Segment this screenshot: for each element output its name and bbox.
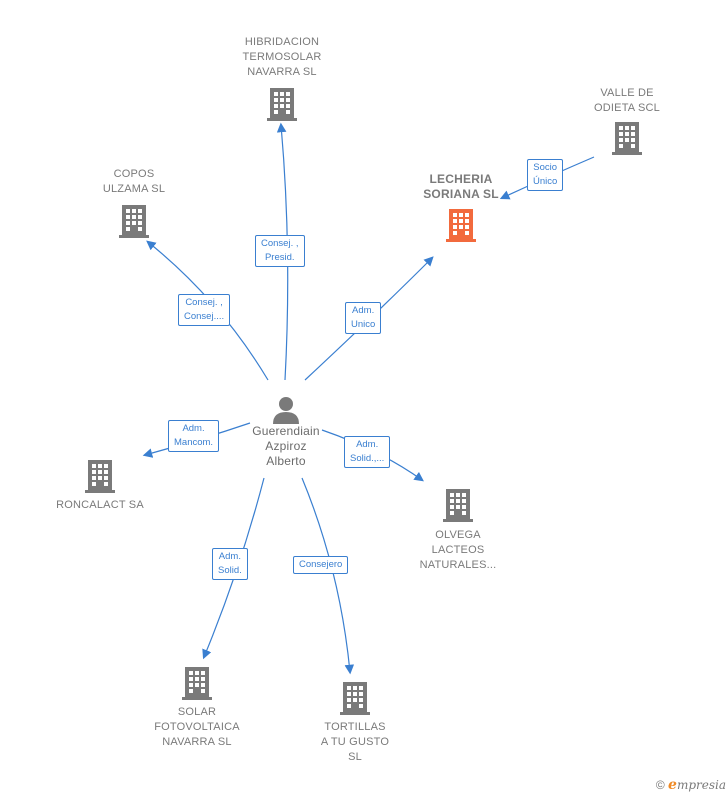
person-node[interactable]: Guerendiain Azpiroz Alberto: [236, 394, 336, 469]
building-icon: [85, 460, 115, 493]
building-icon: [182, 667, 212, 700]
building-icon: [340, 682, 370, 715]
building-icon: [119, 205, 149, 238]
edge-label-tortillas[interactable]: Consejero: [293, 556, 349, 574]
company-valle[interactable]: VALLE DE ODIETA SCL: [577, 86, 677, 156]
person-name: Guerendiain Azpiroz Alberto: [252, 424, 320, 468]
edge-label-valle[interactable]: Socio Único: [527, 159, 564, 191]
building-icon: [612, 122, 642, 155]
company-label: LECHERIA SORIANA SL: [423, 172, 499, 201]
edge-line-tortillas: [301, 477, 355, 675]
company-label: TORTILLAS A TU GUSTO SL: [320, 721, 390, 763]
company-label: SOLAR FOTOVOLTAICA NAVARRA SL: [154, 706, 240, 748]
edge-label-hibridacion[interactable]: Consej. , Presid.: [255, 235, 305, 267]
company-label: HIBRIDACION TERMOSOLAR NAVARRA SL: [242, 36, 322, 78]
empresia-logo: © empresia: [656, 777, 726, 793]
edge-label-olvega[interactable]: Adm. Solid.,...: [344, 436, 391, 468]
edge-label-lecheria[interactable]: Adm. Unico: [345, 302, 382, 334]
edge-label-solar[interactable]: Adm. Solid.: [212, 548, 248, 580]
building-icon: [267, 88, 297, 121]
company-hibridacion[interactable]: HIBRIDACION TERMOSOLAR NAVARRA SL: [222, 35, 342, 122]
edge-label-roncalact[interactable]: Adm. Mancom.: [168, 420, 220, 452]
company-olvega[interactable]: OLVEGA LACTEOS NATURALES...: [408, 487, 508, 573]
company-lecheria[interactable]: LECHERIA SORIANA SL: [406, 172, 516, 243]
company-label: VALLE DE ODIETA SCL: [594, 87, 660, 114]
copyright-symbol: ©: [655, 778, 665, 792]
company-label: COPOS ULZAMA SL: [102, 168, 166, 195]
brand-name: empresia: [668, 777, 726, 793]
company-label: RONCALACT SA: [56, 499, 144, 511]
company-label: OLVEGA LACTEOS NATURALES...: [419, 529, 497, 571]
company-roncalact[interactable]: RONCALACT SA: [40, 458, 160, 513]
edge-label-copos[interactable]: Consej. , Consej....: [178, 294, 231, 326]
company-solar[interactable]: SOLAR FOTOVOLTAICA NAVARRA SL: [142, 665, 252, 750]
person-icon: [273, 397, 299, 424]
building-icon: [443, 489, 473, 522]
company-copos[interactable]: COPOS ULZAMA SL: [84, 167, 184, 239]
company-tortillas[interactable]: TORTILLAS A TU GUSTO SL: [305, 680, 405, 765]
building-icon: [446, 209, 476, 242]
